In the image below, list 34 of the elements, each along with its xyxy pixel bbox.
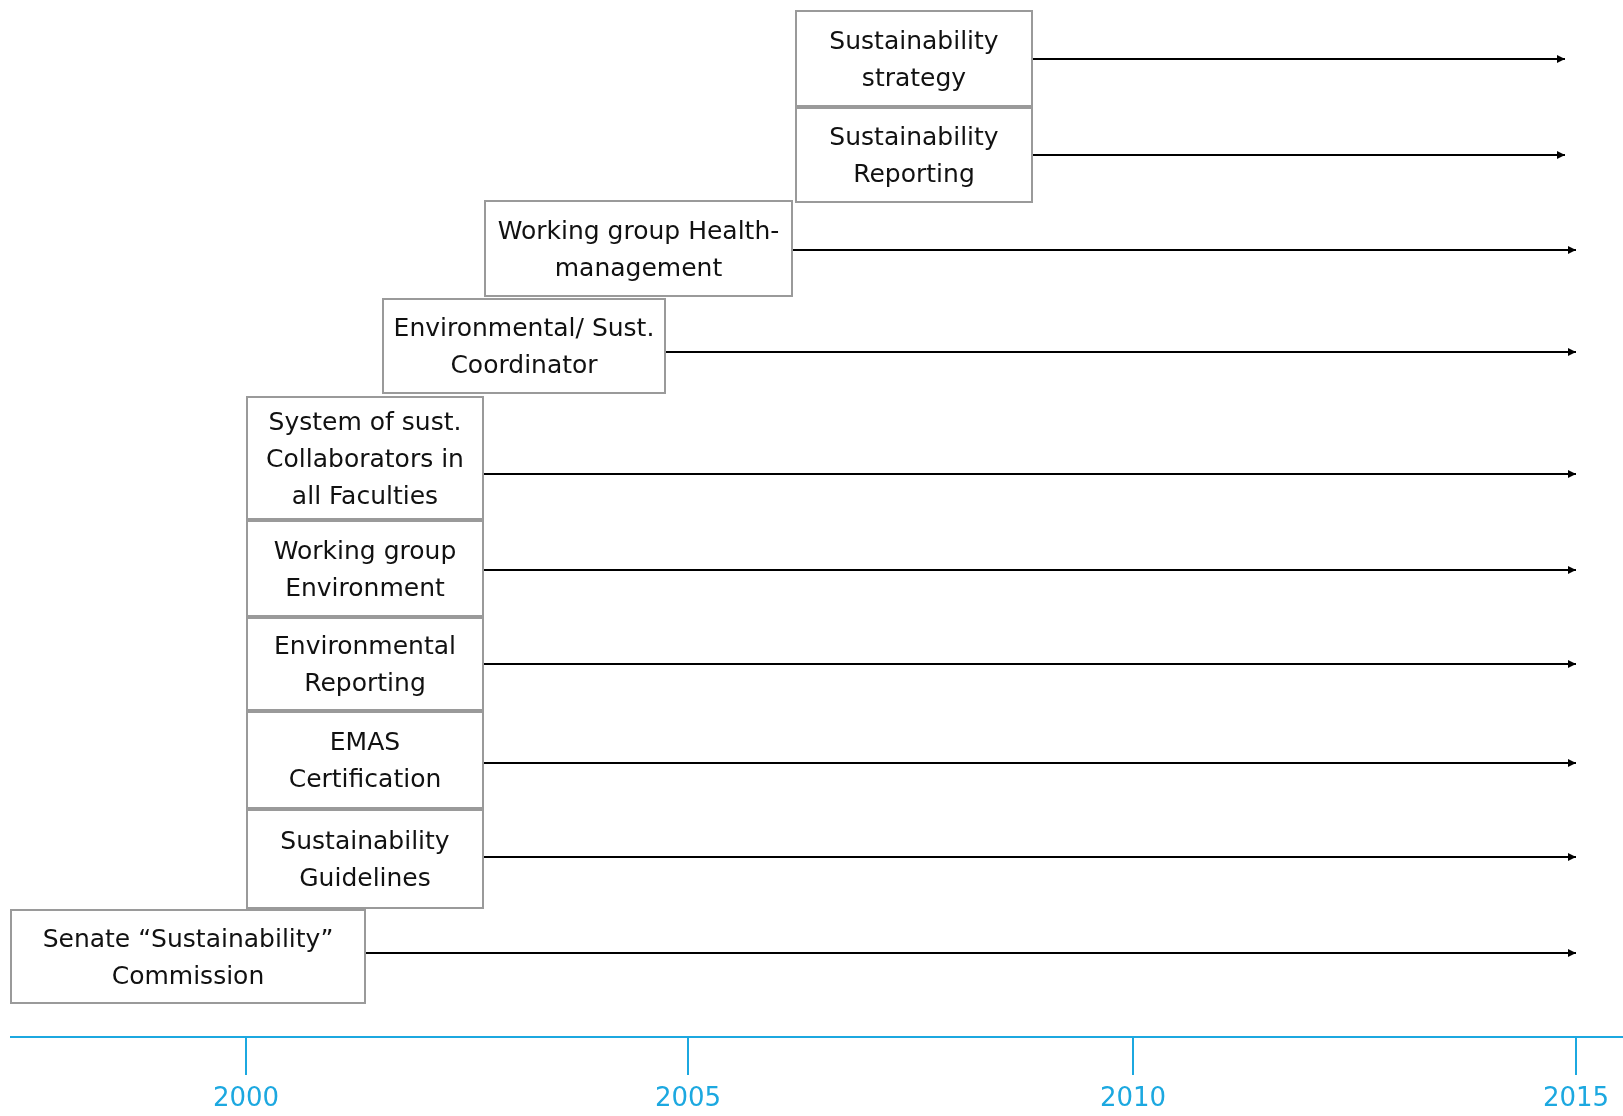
process-box [246, 809, 484, 909]
box-label: Environmental/ Sust. Coordinator [392, 312, 656, 381]
year-label: 2010 [1099, 1082, 1167, 1112]
process-box [246, 711, 484, 809]
year-label: 2000 [212, 1082, 280, 1112]
process-box [246, 520, 484, 617]
box-label: Working group Health-management [496, 214, 781, 284]
process-box [10, 909, 366, 1004]
arrow [483, 660, 1577, 668]
box-label: Sustainability Reporting [828, 121, 1000, 190]
box-label: Sustainability Guidelines [279, 825, 451, 894]
process-box [484, 200, 793, 297]
process-box [246, 396, 484, 520]
arrow [665, 348, 1577, 356]
arrow [483, 853, 1577, 861]
box-label: Senate “Sustainability” Commission [41, 922, 335, 992]
box-label: System of sust. Collaborators in all Faculties [265, 405, 465, 512]
box-label: Sustainability strategy [828, 24, 1000, 94]
arrow [483, 470, 1577, 478]
arrow [1032, 55, 1566, 63]
process-box [382, 298, 666, 394]
arrow [365, 949, 1577, 957]
year-label: 2005 [654, 1082, 722, 1112]
box-label: EMAS Certification [287, 726, 443, 795]
year-label: 2015 [1542, 1082, 1610, 1112]
arrow [483, 566, 1577, 574]
box-label: Working group Environment [272, 534, 458, 604]
process-box [795, 10, 1033, 107]
arrow [792, 246, 1577, 254]
box-label: Environmental Reporting [273, 630, 457, 699]
arrow [1032, 151, 1566, 159]
process-box [246, 617, 484, 711]
arrow [483, 759, 1577, 767]
process-box [795, 107, 1033, 203]
